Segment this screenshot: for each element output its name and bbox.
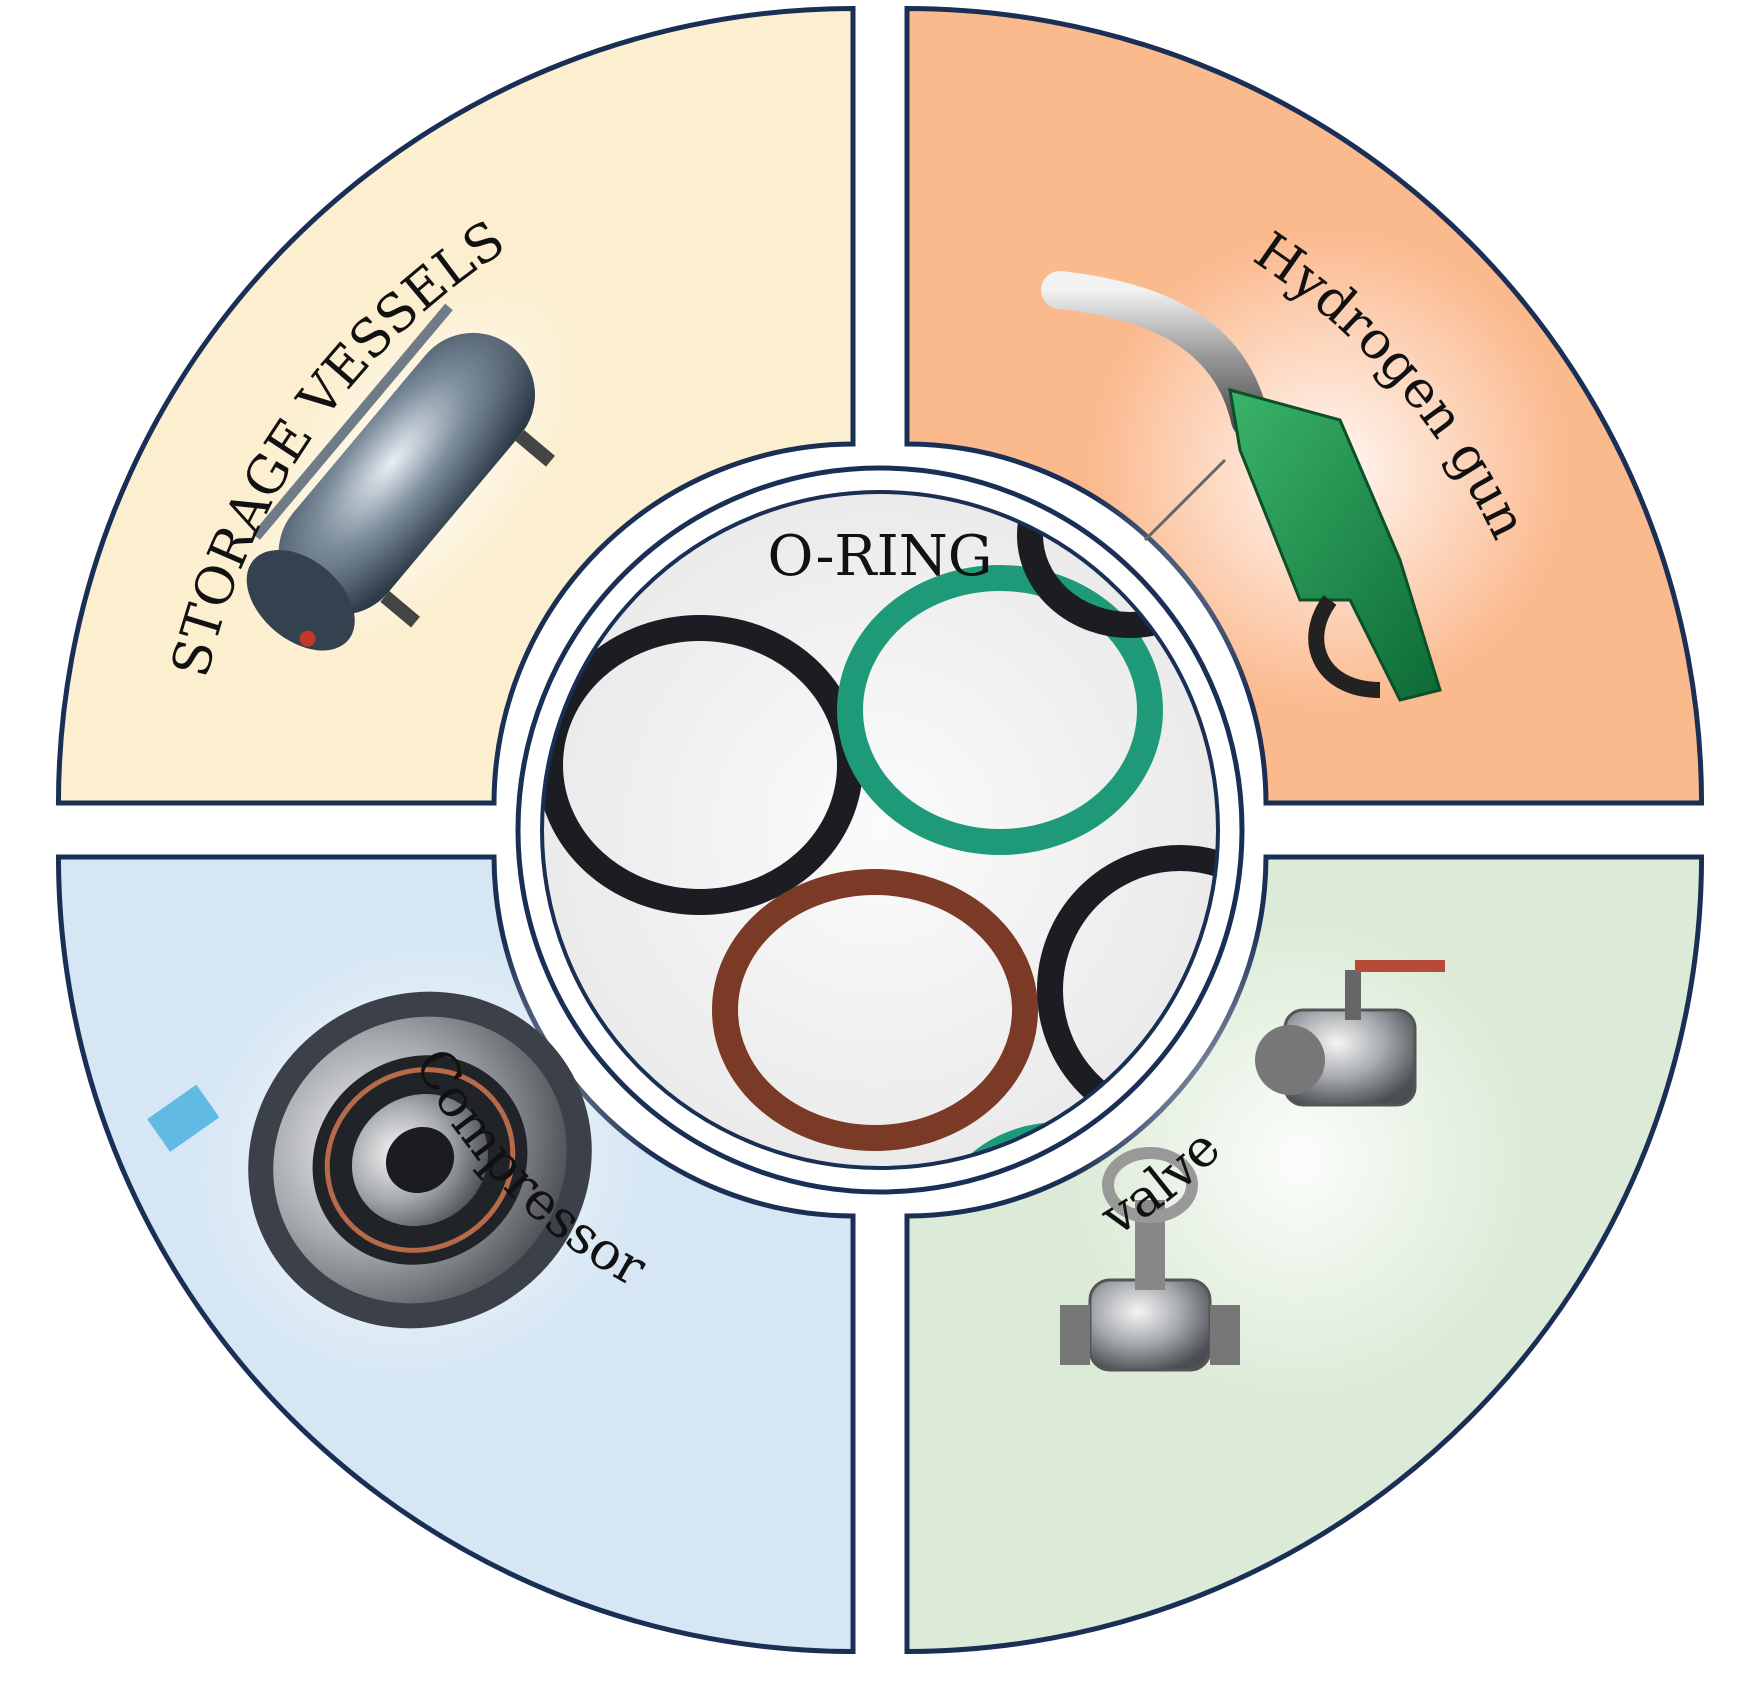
o-ring — [837, 565, 1163, 855]
valve-image — [1060, 920, 1530, 1400]
o-ring — [712, 869, 1038, 1151]
o-ring — [1017, 492, 1218, 638]
hydrogen-nozzle-image — [1041, 230, 1570, 710]
storage-vessel-image — [235, 277, 585, 663]
center-label: O-RING — [768, 524, 993, 589]
compressor-image — [147, 933, 654, 1387]
center-circle-inner-border — [540, 490, 1220, 1170]
